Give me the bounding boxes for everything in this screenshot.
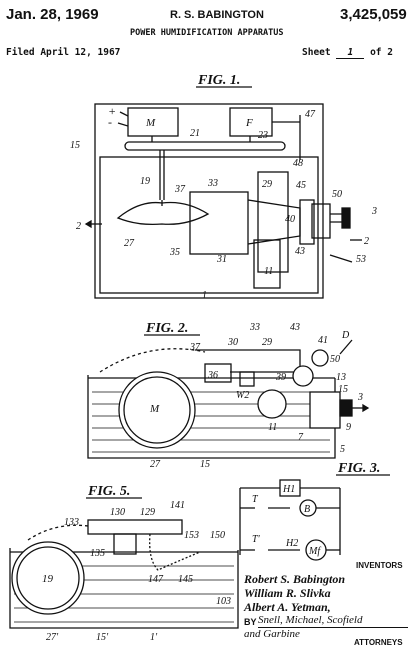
fig1-labels: + - M F 15 21 23 47 48 19 37 33 29 45 50… [70,104,377,301]
attorney-firm-1: Snell, Michael, Scofield [258,614,363,626]
patent-number: 3,425,059 [340,6,407,23]
fig2-label-m: M [149,403,160,415]
fig1-label-3: 3 [371,206,377,217]
fig1-label-45: 45 [296,180,306,191]
fig2-label-29: 29 [262,337,272,348]
fig2-label-39: 39 [275,372,286,383]
inventor-name-1: Robert S. Babington [244,572,346,586]
fig2-label-5: 5 [340,444,345,455]
fig1-label-50: 50 [332,189,342,200]
fig2-label-7: 7 [298,432,304,443]
fig2-label-50: 50 [330,354,340,365]
fig1-drawing: FIG. 1. [84,73,362,299]
fig5-label-19: 19 [42,573,54,585]
fig1-label-m: M [145,117,156,129]
fig2-labels: 33 43 41 30 29 D 37 50 36 39 W2 13 15 3 … [149,322,363,470]
fig1-label-48: 48 [293,158,303,169]
fig3-label-b: B [304,504,310,515]
fig1-label-11: 11 [264,266,273,277]
fig1-label-21: 21 [190,128,200,139]
fig1-label-27: 27 [124,238,135,249]
fig1-label-47: 47 [305,109,316,120]
fig3-label-t1: T' [252,534,261,545]
fig2-label: FIG. 2. [145,321,188,336]
fig3-drawing: FIG. 3. [239,461,390,561]
fig1-label-15: 15 [70,140,80,151]
sheet-indicator: Sheet 1 of 2 [302,47,393,59]
by-label: BY [244,617,257,627]
inventor-header: R. S. BABINGTON [170,9,264,21]
fig5-labels: 141 133 130 129 153 150 135 147 145 19 1… [42,500,231,643]
inventors-heading: INVENTORS [356,561,403,570]
fig5-label-130: 130 [110,507,125,518]
fig2-label-15a: 15 [338,384,348,395]
fig1-label-23: 23 [258,130,268,141]
fig5-label-141: 141 [170,500,185,511]
fig2-label-33: 33 [249,322,260,333]
fig2-label-30: 30 [227,337,238,348]
inventor-name-2: William R. Slivka [244,586,331,600]
fig2-label-41: 41 [318,335,328,346]
patent-date: Jan. 28, 1969 [6,6,99,23]
fig1-label-f: F [245,117,253,129]
fig1-label-43: 43 [295,246,305,257]
inventor-name-3: Albert A. Yetman, [244,600,331,614]
fig1-label-minus: - [108,115,112,129]
fig5-label-1: 1' [150,632,158,643]
fig2-label-3: 3 [357,392,363,403]
fig1-label-29: 29 [262,179,272,190]
sheet-label: Sheet [302,47,331,58]
fig2-label-15b: 15 [200,459,210,470]
fig2-label-43: 43 [290,322,300,333]
patent-title: POWER HUMIDIFICATION APPARATUS [130,28,284,38]
attorney-firm-2: and Garbine [244,628,300,640]
fig3-label-h1: H1 [282,484,295,495]
fig1-label-2a: 2 [76,221,81,232]
fig1-label-2b: 2 [364,236,369,247]
fig1-label: FIG. 1. [197,73,240,88]
fig5-label-147: 147 [148,574,164,585]
fig2-label-11: 11 [268,422,277,433]
fig2-label-9: 9 [346,422,351,433]
fig3-label-t: T [252,494,259,505]
fig1-label-plus: + [108,104,116,118]
fig5-label-153: 153 [184,530,199,541]
fig1-label-35: 35 [169,247,180,258]
filed-date: Filed April 12, 1967 [6,47,121,58]
fig1-label-40: 40 [285,214,295,225]
fig3-label-mf: Mf [308,546,321,557]
fig1-label-53: 53 [356,254,366,265]
sheet-of: of 2 [370,47,393,58]
fig1-label-33: 33 [207,178,218,189]
fig5-label-145: 145 [178,574,193,585]
fig2-label-d: D [341,330,350,341]
fig5-label-150: 150 [210,530,225,541]
fig3-label-h2: H2 [285,538,298,549]
fig3-labels: H1 T B T' H2 Mf [252,484,321,557]
fig5-label-135: 135 [90,548,105,559]
fig1-label-19: 19 [140,176,150,187]
fig2-label-13: 13 [336,372,346,383]
signature-line [258,627,408,628]
fig2-label-27: 27 [150,459,161,470]
fig2-label-37: 37 [189,342,201,353]
fig1-label-37: 37 [174,184,186,195]
fig5-label: FIG. 5. [87,484,130,499]
fig5-label-133: 133 [64,517,79,528]
fig1-label-31: 31 [216,254,227,265]
fig3-label: FIG. 3. [337,461,380,476]
fig2-drawing: FIG. 2. [87,321,370,459]
fig2-label-36: 36 [207,370,218,381]
fig5-label-103: 103 [216,596,231,607]
fig5-label-15: 15' [96,632,109,643]
fig5-label-129: 129 [140,507,155,518]
fig5-drawing: FIG. 5. [9,484,239,629]
sheet-number: 1 [336,47,365,59]
fig1-label-1: 1 [202,290,207,301]
fig2-label-w2: W2 [236,390,249,401]
attorneys-label: ATTORNEYS [354,638,403,647]
fig5-label-27: 27' [46,632,59,643]
